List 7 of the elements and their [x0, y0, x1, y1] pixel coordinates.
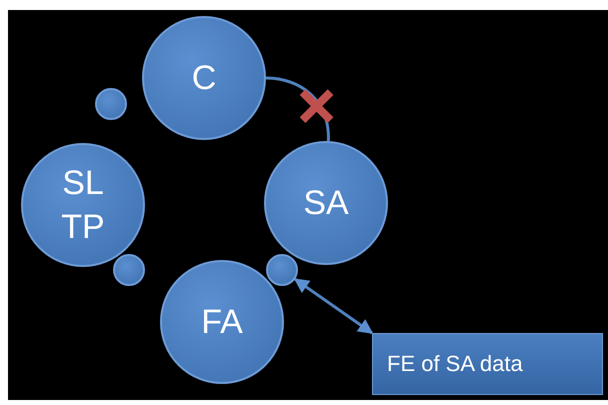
circle-label: C [190, 58, 218, 99]
circle-label: SA [302, 182, 350, 224]
label-box [372, 333, 603, 395]
circle-label: SL TP [60, 162, 106, 248]
box-label: FE of SA data [387, 351, 523, 377]
arrow [294, 278, 374, 334]
circle-label: FA [200, 302, 244, 343]
